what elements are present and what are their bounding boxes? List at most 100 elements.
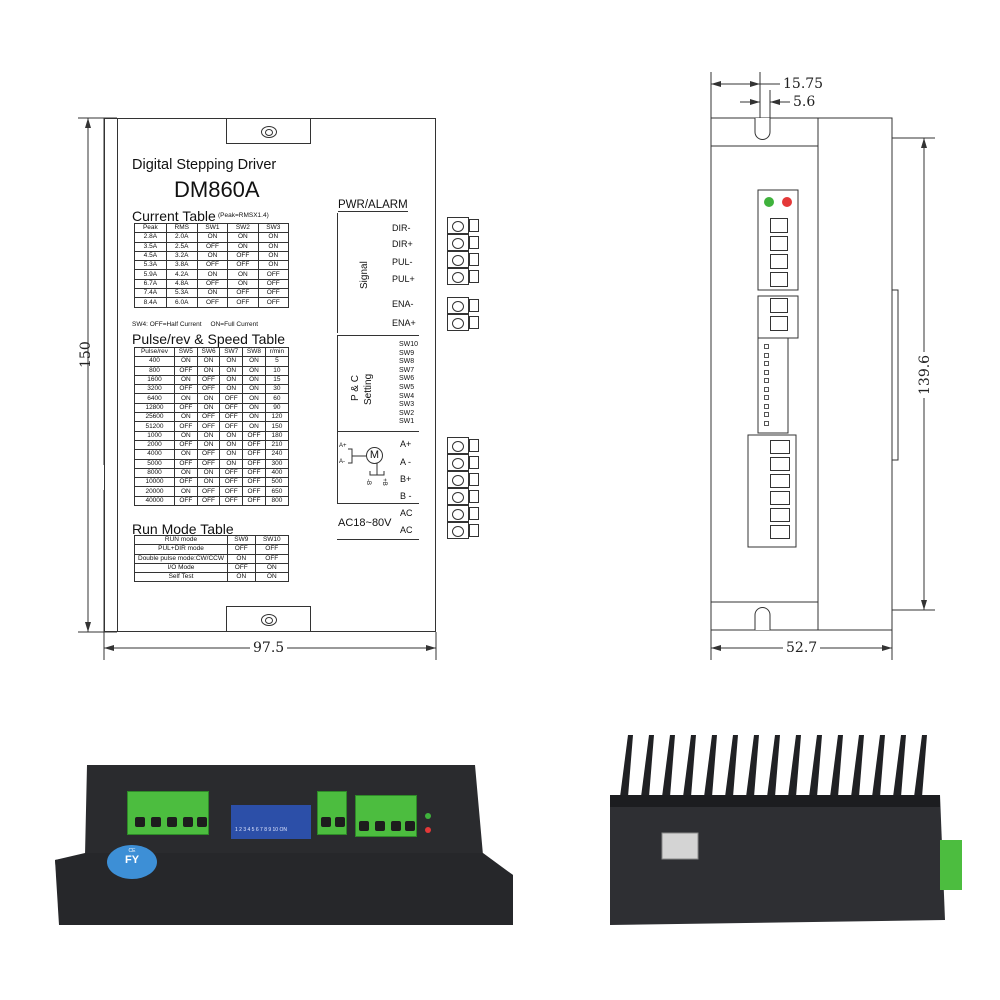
table-cell: ON: [196, 402, 221, 414]
table-cell: ON: [257, 241, 290, 252]
column-header: Peak: [134, 222, 167, 234]
alarm-led-icon: [425, 827, 431, 833]
table-cell: 6.0A: [165, 297, 198, 308]
switch-label: SW4: [399, 392, 415, 400]
dip-switch-icon: [764, 344, 769, 349]
run-table-heading: Run Mode Table: [132, 521, 234, 537]
table-cell: 2.5A: [165, 241, 198, 252]
table-cell: OFF: [254, 544, 290, 555]
dip-switch-icon: [764, 395, 769, 400]
dip-switch-icon: [764, 378, 769, 383]
table-cell: ON: [173, 393, 198, 404]
heatsink-fin: [872, 735, 885, 797]
table-cell: OFF: [242, 449, 266, 460]
dip-switch-icon: [764, 386, 769, 392]
terminal-screw-icon: [770, 316, 788, 331]
badge-top-text: CE: [128, 848, 136, 854]
table-cell: 25600: [134, 412, 175, 423]
table-cell: 4.8A: [165, 278, 198, 290]
terminal-screw-icon: [770, 525, 790, 539]
table-cell: ON: [173, 356, 198, 367]
divider: [337, 431, 419, 432]
mount-notch-bottom: [226, 606, 311, 632]
table-cell: 60: [264, 393, 290, 404]
table-cell: 4.5A: [134, 250, 167, 262]
table-cell: ON: [196, 269, 229, 280]
table-cell: OFF: [219, 421, 244, 432]
table-cell: 300: [264, 458, 290, 469]
column-header: SW1: [196, 222, 229, 234]
table-cell: ON: [242, 356, 266, 367]
terminal-screw-icon: [447, 251, 469, 268]
table-cell: ON: [242, 374, 266, 386]
terminal-plug: [469, 490, 479, 503]
table-cell: 10000: [134, 477, 175, 488]
terminal-plug: [469, 236, 479, 249]
table-cell: ON: [242, 365, 266, 376]
table-cell: OFF: [173, 402, 198, 414]
terminal-screw-icon: [197, 817, 207, 827]
switch-label: SW2: [399, 409, 415, 417]
signal-label: Signal: [359, 261, 370, 289]
table-cell: ON: [242, 412, 266, 423]
dip-switch-block: 1 2 3 4 5 6 7 8 9 10 ON: [231, 805, 311, 839]
signal-pin-label: DIR+: [392, 239, 413, 249]
table-cell: 15: [264, 374, 290, 386]
heatsink-fin: [704, 735, 717, 797]
terminal-screw-icon: [770, 440, 790, 454]
table-cell: OFF: [196, 241, 229, 252]
switch-label: SW10: [399, 341, 419, 348]
table-cell: ON: [257, 250, 290, 262]
dim-height-left: 150: [78, 341, 94, 368]
product-photo-side: [600, 735, 970, 930]
front-panel: Digital Stepping Driver DM860A Current T…: [117, 118, 436, 632]
terminal-screw-icon: [770, 491, 790, 505]
column-header: Pulse/rev: [134, 346, 175, 358]
column-header: RUN mode: [134, 534, 228, 546]
table-cell: OFF: [219, 477, 244, 488]
dim-width-right: 52.7: [783, 640, 821, 656]
table-cell: ON: [173, 412, 198, 423]
product-photo-front: 1 2 3 4 5 6 7 8 9 10 ON CE FY: [55, 765, 515, 925]
column-header: SW8: [242, 346, 266, 358]
panel-title: Digital Stepping Driver: [132, 157, 277, 173]
table-cell: 800: [264, 495, 290, 507]
table-cell: 210: [264, 439, 290, 451]
pwr-led-icon: [425, 813, 431, 819]
table-cell: 2000: [134, 439, 175, 451]
heatsink-fin: [809, 735, 822, 797]
dimension-lines: [78, 72, 935, 660]
table-cell: 5000: [134, 458, 175, 469]
table-cell: 2.0A: [165, 232, 198, 243]
table-cell: ON: [219, 449, 244, 460]
terminal-screw-icon: [447, 471, 469, 488]
table-cell: OFF: [227, 544, 256, 555]
divider: [337, 539, 419, 540]
table-cell: ON: [227, 278, 259, 290]
motor-b-plus: +B: [380, 478, 387, 486]
ena-terminal-block: [317, 791, 347, 835]
column-header: SW5: [173, 346, 198, 358]
dim-top-15: 15.75: [783, 76, 824, 92]
table-cell: OFF: [173, 439, 198, 451]
table-cell: 180: [264, 430, 290, 441]
table-cell: OFF: [254, 553, 290, 564]
table-cell: OFF: [173, 458, 198, 469]
terminal-screw-icon: [770, 457, 790, 471]
terminal-screw-icon: [770, 298, 788, 313]
table-cell: 3.8A: [165, 260, 198, 271]
table-cell: 3.2A: [165, 250, 198, 262]
column-header: SW3: [257, 222, 290, 234]
table-cell: 240: [264, 449, 290, 460]
housing-edge: [104, 118, 117, 632]
table-cell: OFF: [227, 288, 259, 299]
